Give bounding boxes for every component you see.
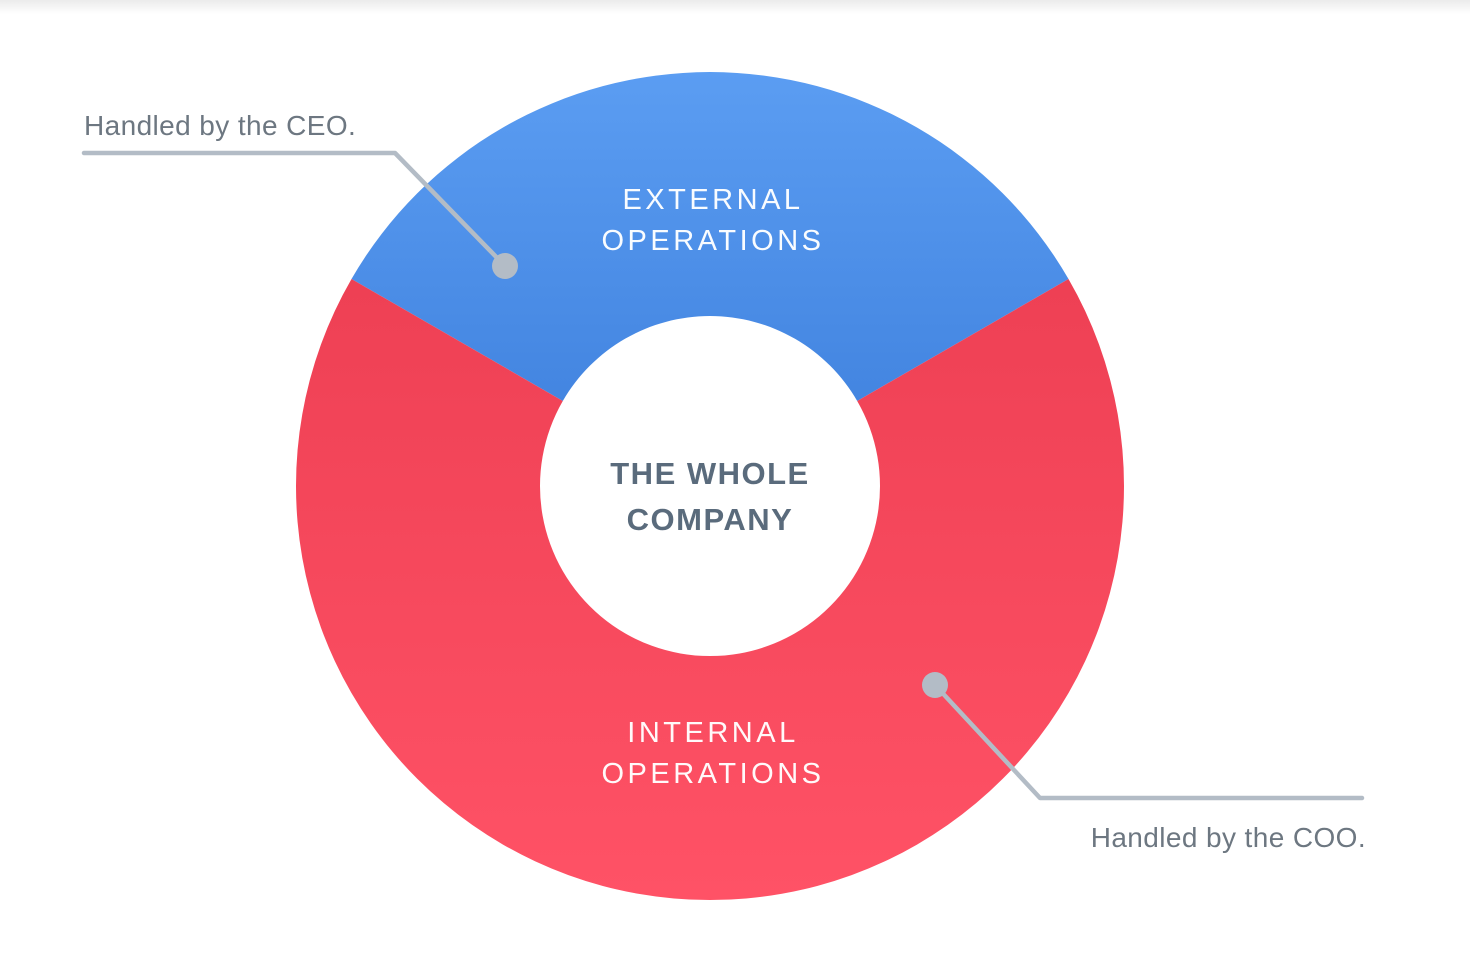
internal-operations-label-line2: OPERATIONS (601, 758, 825, 790)
external-operations-label-line1: EXTERNAL (622, 184, 804, 216)
coo-callout-line (932, 682, 1365, 801)
center-label-line2: COMPANY (626, 502, 794, 537)
external-operations-label: EXTERNAL OPERATIONS (453, 180, 973, 262)
center-label-line1: THE WHOLE (610, 456, 810, 491)
coo-callout-dot (922, 672, 948, 698)
ceo-callout-dot (492, 253, 518, 279)
internal-operations-label-line1: INTERNAL (627, 717, 799, 749)
external-operations-label-line2: OPERATIONS (601, 225, 825, 257)
internal-operations-segment (295, 279, 1124, 901)
center-label: THE WHOLE COMPANY (460, 451, 960, 543)
external-operations-segment (351, 72, 1069, 402)
internal-operations-label: INTERNAL OPERATIONS (453, 713, 973, 795)
ceo-callout-label: Handled by the CEO. (84, 110, 357, 141)
coo-callout-label: Handled by the COO. (1090, 822, 1366, 853)
ceo-callout-line (81, 150, 508, 269)
